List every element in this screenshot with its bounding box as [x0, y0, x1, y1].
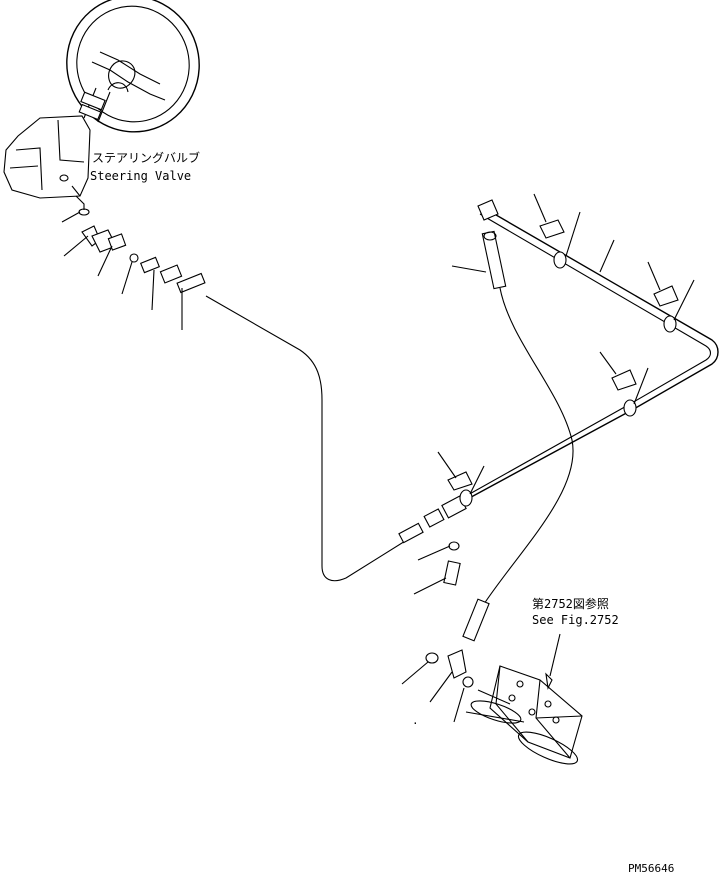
control-valve-icon	[465, 665, 583, 765]
bottom-fittings	[425, 649, 474, 688]
steering-wheel-icon	[66, 0, 200, 133]
steering-hose	[205, 295, 411, 582]
steering-valve-icon	[3, 115, 91, 199]
drawing-number: PM56646	[628, 862, 674, 875]
steering-valve-label-en: Steering Valve	[90, 169, 191, 183]
ref-label-jp: 第2752図参照	[532, 596, 609, 611]
second-hose	[451, 230, 574, 642]
tube-clamps	[447, 199, 679, 507]
middle-fittings	[398, 495, 467, 586]
svg-text:.: .	[412, 714, 419, 727]
rigid-tube	[461, 207, 719, 503]
left-fittings	[78, 208, 206, 294]
ref-label-en: See Fig.2752	[532, 613, 619, 627]
steering-valve-label-jp: ステアリングバルブ	[92, 150, 200, 165]
